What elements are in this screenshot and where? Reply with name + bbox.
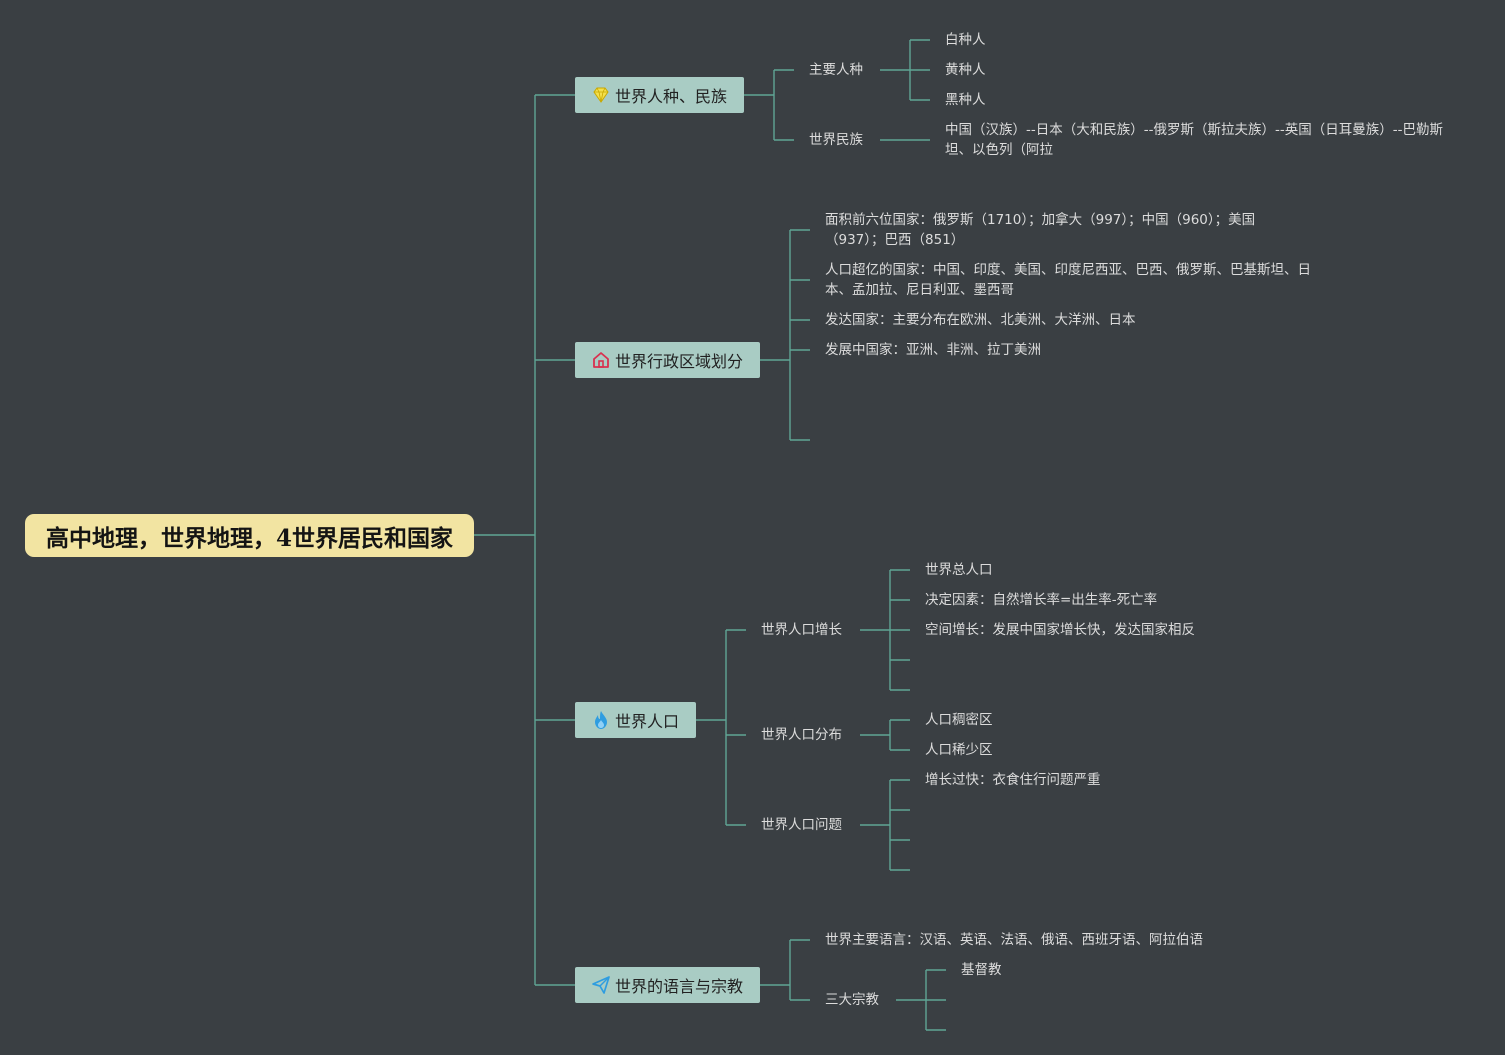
leaf-topic[interactable]: 发展中国家：亚洲、非洲、拉丁美洲: [825, 342, 1041, 358]
leaf-topic[interactable]: 增长过快：衣食住行问题严重: [925, 772, 1101, 788]
root-topic[interactable]: 高中地理，世界地理，4世界居民和国家: [25, 514, 474, 557]
leaf-topic[interactable]: 世界总人口: [925, 562, 993, 578]
main-topic-race-ethnicity[interactable]: 世界人种、民族: [575, 77, 744, 113]
connector: [760, 939, 810, 1001]
connector: [860, 779, 910, 871]
main-topic-label: 世界人口: [615, 712, 680, 731]
leaf-topic[interactable]: 白种人: [945, 32, 986, 48]
paper-plane-icon: [591, 975, 611, 995]
leaf-topic[interactable]: 黑种人: [945, 92, 986, 108]
subtopic-population-problems[interactable]: 世界人口问题: [761, 817, 842, 833]
house-icon: [591, 350, 611, 370]
subtopic-world-ethnicities[interactable]: 世界民族: [809, 132, 863, 148]
subtopic-main-races[interactable]: 主要人种: [809, 62, 863, 78]
root-topic-label: 高中地理，世界地理，4世界居民和国家: [45, 524, 453, 552]
subtopic-three-religions[interactable]: 三大宗教: [825, 992, 879, 1008]
leaf-topic[interactable]: 决定因素：自然增长率=出生率-死亡率: [925, 592, 1158, 608]
connector: [860, 569, 910, 691]
leaf-topic[interactable]: 世界主要语言：汉语、英语、法语、俄语、西班牙语、阿拉伯语: [825, 932, 1203, 948]
main-topic-label: 世界人种、民族: [615, 87, 728, 106]
flame-icon: [591, 710, 611, 730]
subtopic-population-distribution[interactable]: 世界人口分布: [761, 727, 842, 743]
main-topic-language-religion[interactable]: 世界的语言与宗教: [575, 967, 760, 1003]
diamond-icon: [591, 85, 611, 105]
main-topic-label: 世界行政区域划分: [615, 352, 744, 371]
leaf-topic[interactable]: 人口稠密区: [925, 712, 993, 728]
leaf-topic[interactable]: 面积前六位国家：俄罗斯（1710）；加拿大（997）；中国（960）；美国（93…: [825, 212, 1256, 248]
connector: [696, 629, 746, 826]
leaf-topic[interactable]: 黄种人: [945, 62, 986, 78]
leaf-topic[interactable]: 中国（汉族）--日本（大和民族）--俄罗斯（斯拉夫族）--英国（日耳曼族）--巴…: [945, 122, 1443, 158]
leaf-topic[interactable]: 人口稀少区: [925, 742, 993, 758]
main-topic-administrative-divisions[interactable]: 世界行政区域划分: [575, 342, 760, 378]
main-topic-label: 世界的语言与宗教: [615, 977, 744, 996]
connector: [760, 229, 810, 441]
connector: [880, 39, 930, 101]
leaf-topic[interactable]: 基督教: [961, 962, 1002, 978]
connector: [896, 969, 946, 1031]
main-topic-world-population[interactable]: 世界人口: [575, 702, 696, 738]
subtopic-population-growth[interactable]: 世界人口增长: [761, 622, 842, 638]
connector: [860, 719, 910, 751]
leaf-topic[interactable]: 发达国家：主要分布在欧洲、北美洲、大洋洲、日本: [825, 312, 1136, 328]
connector: [744, 69, 794, 141]
leaf-topic[interactable]: 人口超亿的国家：中国、印度、美国、印度尼西亚、巴西、俄罗斯、巴基斯坦、日本、孟加…: [825, 262, 1311, 298]
leaf-topic[interactable]: 空间增长：发展中国家增长快，发达国家相反: [925, 622, 1195, 638]
